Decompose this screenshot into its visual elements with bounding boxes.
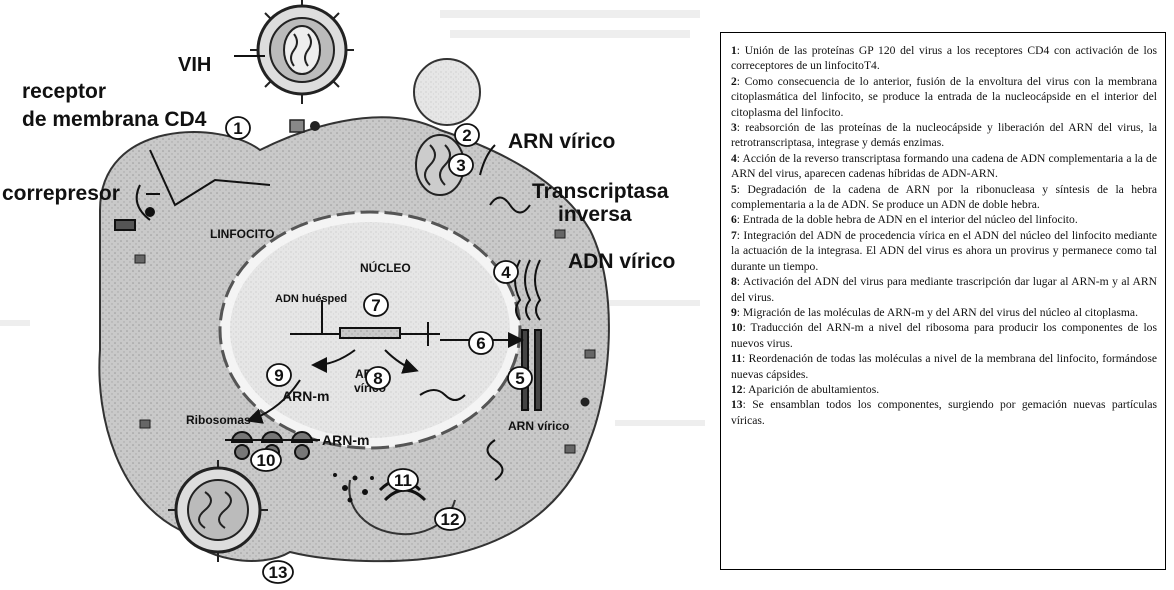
legend-item-text: : reabsorción de las proteínas de la nuc… xyxy=(731,121,1157,150)
label-ribosomas: Ribosomas xyxy=(186,413,251,427)
legend-item-text: : Se ensamblan todos los componentes, su… xyxy=(731,398,1157,427)
step-marker-label: 13 xyxy=(269,563,288,582)
legend-item-number: 7 xyxy=(731,228,737,242)
step-marker-5: 5 xyxy=(507,366,533,390)
uncoating-capsid xyxy=(415,134,465,196)
step-marker-label: 4 xyxy=(501,263,511,282)
legend-item-text: : Degradación de la cadena de ARN por la… xyxy=(731,182,1157,212)
legend-item-text: : Traducción del ARN-m a nivel del ribos… xyxy=(731,321,1157,350)
label-arn-m-nucleus: ARN-m xyxy=(282,388,329,404)
hiv-virion xyxy=(250,0,354,133)
step-marker-label: 2 xyxy=(462,126,471,145)
step-marker-4: 4 xyxy=(493,260,519,284)
legend-item-number: 11 xyxy=(731,352,742,366)
legend-item-text: : Reordenación de todas las moléculas a … xyxy=(731,352,1157,381)
step-marker-label: 12 xyxy=(441,510,460,529)
label-inversa: inversa xyxy=(558,203,632,226)
legend-item-number: 4 xyxy=(731,151,737,165)
background-scan-texture xyxy=(0,10,705,426)
legend-box: 1: Unión de las proteínas GP 120 del vir… xyxy=(720,32,1166,570)
label-transcriptasa: Transcriptasa xyxy=(532,180,669,203)
step-marker-label: 8 xyxy=(373,369,382,388)
label-adn-virico: ADN vírico xyxy=(568,250,675,273)
legend-item-text: : Activación del ADN del virus para medi… xyxy=(731,275,1157,304)
step-marker-label: 11 xyxy=(394,471,412,490)
step-marker-label: 9 xyxy=(274,366,283,385)
hiv-lifecycle-diagram: VIH receptor de membrana CD4 correpresor… xyxy=(0,0,705,584)
step-marker-12: 12 xyxy=(434,507,466,531)
legend-item: 3: reabsorción de las proteínas de la nu… xyxy=(731,120,1157,151)
legend-item: 7: Integración del ADN de procedencia ví… xyxy=(731,228,1157,274)
step-marker-7: 7 xyxy=(363,293,389,317)
legend-item-number: 6 xyxy=(731,213,737,227)
transcription-arrows xyxy=(246,349,419,424)
step-marker-9: 9 xyxy=(266,363,292,387)
label-vih: VIH xyxy=(178,54,211,76)
label-linfocito: LINFOCITO xyxy=(210,227,274,241)
label-arn-m-ribosome: ARN-m xyxy=(322,432,369,448)
legend-item-number: 2 xyxy=(731,74,737,88)
label-membrana-cd4: de membrana CD4 xyxy=(22,108,207,131)
step-marker-11: 11 xyxy=(387,468,419,492)
legend-item-number: 12 xyxy=(731,382,743,396)
label-nucleo: NÚCLEO xyxy=(360,260,411,275)
step-marker-label: 5 xyxy=(515,369,524,388)
new-virion xyxy=(168,460,268,562)
membrane-markers xyxy=(134,229,596,454)
legend-item-number: 8 xyxy=(731,275,737,289)
legend-item: 6: Entrada de la doble hebra de ADN en e… xyxy=(731,212,1157,227)
step-marker-label: 7 xyxy=(371,296,380,315)
legend-item: 11: Reordenación de todas las moléculas … xyxy=(731,351,1157,382)
legend-item-text: : Unión de las proteínas GP 120 del viru… xyxy=(731,44,1157,73)
legend-item-text: : Entrada de la doble hebra de ADN en el… xyxy=(736,213,1078,227)
legend-item-number: 5 xyxy=(731,182,737,196)
legend-item-number: 9 xyxy=(731,305,737,319)
legend-item: 13: Se ensamblan todos los componentes, … xyxy=(731,397,1157,428)
legend-item-number: 10 xyxy=(731,321,743,335)
legend-item-number: 3 xyxy=(731,121,737,135)
legend-item-text: : Como consecuencia de lo anterior, fusi… xyxy=(731,74,1157,119)
label-correpresor: correpresor xyxy=(2,182,120,205)
step-marker-label: 1 xyxy=(233,119,242,138)
step-marker-label: 3 xyxy=(456,156,465,175)
label-arn-virico: ARN vírico xyxy=(508,130,615,153)
legend-item-text: : Migración de las moléculas de ARN-m y … xyxy=(736,305,1138,319)
label-arn-virico-cyto: ARN vírico xyxy=(508,419,569,433)
legend-item: 12: Aparición de abultamientos. xyxy=(731,382,1157,397)
step-marker-13: 13 xyxy=(262,560,294,584)
legend-item: 8: Activación del ADN del virus para med… xyxy=(731,274,1157,305)
step-marker-10: 10 xyxy=(250,448,282,472)
step-marker-label: 10 xyxy=(257,451,276,470)
legend-item: 9: Migración de las moléculas de ARN-m y… xyxy=(731,305,1157,320)
step-marker-8: 8 xyxy=(365,366,391,390)
step-marker-label: 6 xyxy=(476,334,485,353)
legend-item: 5: Degradación de la cadena de ARN por l… xyxy=(731,182,1157,213)
step-marker-6: 6 xyxy=(468,331,494,355)
legend-item: 4: Acción de la reverso transcriptasa fo… xyxy=(731,151,1157,182)
assembly-particles xyxy=(333,473,427,503)
legend-item-number: 13 xyxy=(731,398,743,412)
legend-item-number: 1 xyxy=(731,44,737,57)
legend-item: 10: Traducción del ARN-m a nivel del rib… xyxy=(731,320,1157,351)
legend-item-text: : Aparición de abultamientos. xyxy=(742,382,880,396)
legend-item: 1: Unión de las proteínas GP 120 del vir… xyxy=(731,43,1157,74)
step-marker-2: 2 xyxy=(454,123,480,147)
label-adn-huesped: ADN huésped xyxy=(275,293,347,305)
entry-vesicle xyxy=(413,58,481,126)
label-receptor: receptor xyxy=(22,80,106,103)
step-marker-3: 3 xyxy=(448,153,474,177)
cd4-receptor-pointer xyxy=(114,149,271,231)
legend-item: 2: Como consecuencia de lo anterior, fus… xyxy=(731,74,1157,120)
legend-item-text: : Acción de la reverso transcriptasa for… xyxy=(731,151,1157,181)
legend-item-text: : Integración del ADN de procedencia vír… xyxy=(731,228,1157,273)
step-marker-1: 1 xyxy=(225,116,251,140)
